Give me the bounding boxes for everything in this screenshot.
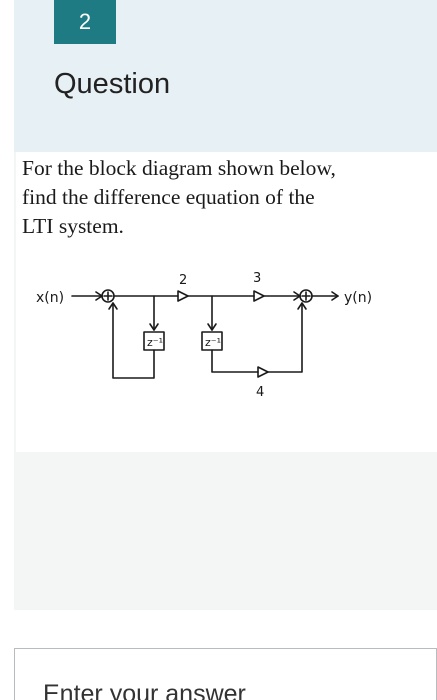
- feedforward-line: [211, 349, 259, 373]
- arrow-head: [149, 323, 159, 331]
- arrow-head: [108, 302, 118, 310]
- arrow-head: [331, 291, 339, 301]
- output-label: y(n): [344, 290, 372, 306]
- gain-triangle-3: [253, 290, 265, 302]
- question-text: For the block diagram shown below, find …: [22, 154, 422, 241]
- question-text-line: find the difference equation of the: [22, 185, 315, 209]
- feedback-line: [112, 302, 155, 379]
- answer-input[interactable]: [14, 648, 437, 700]
- block-diagram: x(n) y(n) 2 3 4 z⁻¹ z⁻¹: [36, 271, 372, 400]
- question-number-badge: 2: [54, 0, 116, 44]
- input-label: x(n): [36, 290, 64, 306]
- feedforward-line: [267, 302, 303, 373]
- question-text-line: LTI system.: [22, 214, 124, 238]
- question-image: For the block diagram shown below, find …: [16, 152, 437, 452]
- gain-label-3: 3: [253, 271, 261, 286]
- gain-triangle-2: [177, 290, 189, 302]
- arrow-head: [207, 323, 217, 331]
- question-text-line: For the block diagram shown below,: [22, 156, 336, 180]
- gain-label-2: 2: [179, 273, 187, 288]
- question-title: Question: [54, 68, 171, 100]
- gain-triangle-4: [257, 366, 269, 378]
- gain-label-4: 4: [256, 385, 264, 400]
- delay-label-2: z⁻¹: [205, 336, 221, 349]
- delay-label-1: z⁻¹: [147, 336, 163, 349]
- arrow-head: [297, 302, 307, 310]
